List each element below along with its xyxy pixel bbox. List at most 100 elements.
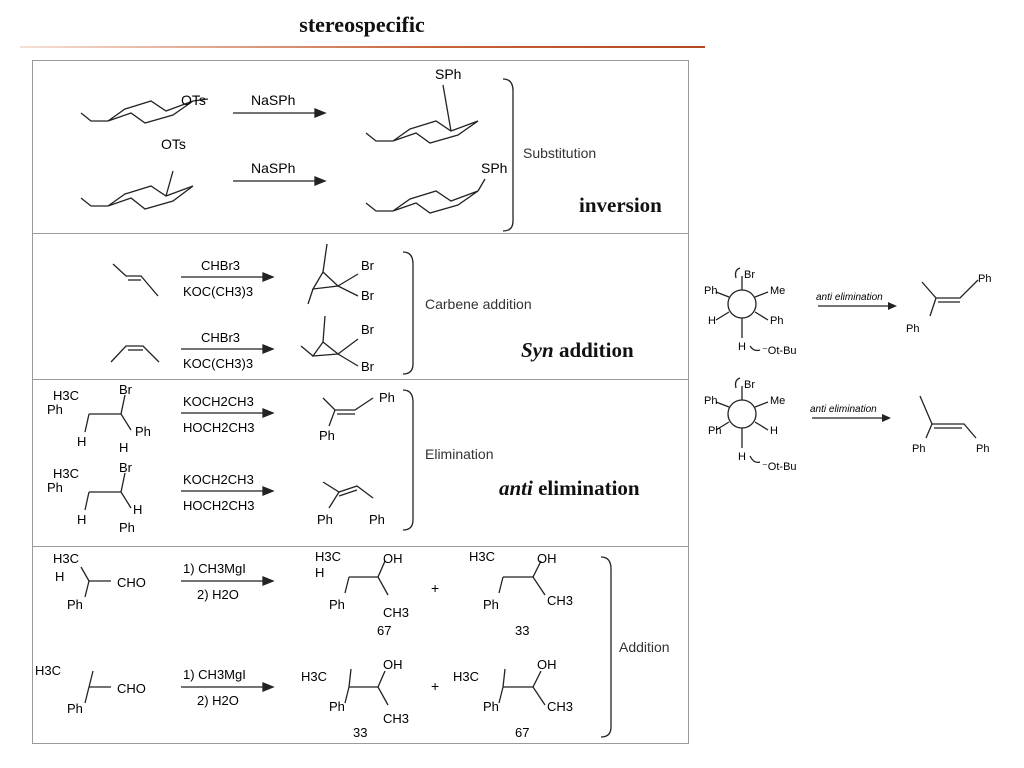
elimination-outcome: anti elimination: [499, 476, 640, 501]
add-reagent-bottom: 2) H2O: [197, 587, 239, 602]
nm-prod-ph: Ph: [906, 323, 919, 335]
elimination-scheme: H3C Ph H Br Ph H H3C Ph H Br H Ph KOCH2C…: [47, 382, 414, 535]
h3c-label: H3C: [301, 669, 327, 684]
outcome-italic: Syn: [521, 338, 554, 362]
oh-label: OH: [537, 657, 557, 672]
br-label: Br: [361, 359, 375, 374]
carbene-reagent1-top: CHBr3: [201, 258, 240, 273]
sm-top-group: OTs: [181, 92, 206, 108]
yield-top-major: 67: [377, 623, 391, 638]
nm-me: Me: [770, 285, 785, 297]
sm-bottom-group: OTs: [161, 136, 186, 152]
add-reagent-top: 1) CH3MgI: [183, 561, 246, 576]
substitution-scheme: OTs OTs NaSPh NaSPh SPh SPh: [80, 66, 514, 232]
elim-reagent-bottom: HOCH2CH3: [183, 498, 255, 513]
ch3-label: CH3: [383, 711, 409, 726]
br-label: Br: [361, 288, 375, 303]
nm-ph: Ph: [704, 285, 717, 297]
carbene-reagent2-top: CHBr3: [201, 330, 240, 345]
nm-arrow-label: anti elimination: [810, 404, 877, 415]
reagent-bottom: NaSPh: [251, 160, 295, 176]
h3c-label: H3C: [453, 669, 479, 684]
newman-bottom: Br Ph Me Ph H H ⁻Ot-Bu anti elimination …: [704, 377, 989, 473]
elim-reagent-top: KOCH2CH3: [183, 394, 254, 409]
cho-label: CHO: [117, 681, 146, 696]
ph-label: Ph: [369, 512, 385, 527]
nm-h: H: [708, 315, 716, 327]
nm-arrow-label: anti elimination: [816, 292, 883, 303]
nm-h: H: [770, 425, 778, 437]
ph-label: Ph: [319, 428, 335, 443]
outcome-rest: addition: [553, 338, 634, 362]
yield-bottom-first: 33: [353, 725, 367, 740]
yield-top-minor: 33: [515, 623, 529, 638]
elim-reagent-top: KOCH2CH3: [183, 472, 254, 487]
elimination-label: Elimination: [425, 446, 494, 462]
h-label: H: [315, 565, 324, 580]
ch3-label: CH3: [547, 699, 573, 714]
carbene-label: Carbene addition: [425, 296, 532, 312]
addition-panel: H3C H CHO Ph H3C CHO Ph 1) CH3MgI 2) H2O…: [32, 546, 689, 744]
nm-h-bottom: H: [738, 341, 746, 353]
ch3-label: CH3: [383, 605, 409, 620]
nm-prod-ph: Ph: [978, 273, 991, 285]
h-label: H: [133, 502, 142, 517]
yield-bottom-second: 67: [515, 725, 529, 740]
carbene-scheme: CHBr3 KOC(CH3)3 CHBr3 KOC(CH3)3 Br Br Br…: [110, 243, 414, 375]
h-label: H: [77, 512, 86, 527]
outcome-italic: anti: [499, 476, 533, 500]
ph-label: Ph: [135, 424, 151, 439]
reagent-top: NaSPh: [251, 92, 295, 108]
substitution-panel: OTs OTs NaSPh NaSPh SPh SPh Substitution…: [32, 60, 689, 234]
prod-bottom-group: SPh: [481, 160, 507, 176]
nm-base: ⁻Ot-Bu: [762, 461, 797, 473]
elim-reagent-bottom: HOCH2CH3: [183, 420, 255, 435]
ph-label: Ph: [483, 597, 499, 612]
h3c-label: H3C: [53, 466, 79, 481]
addition-scheme: H3C H CHO Ph H3C CHO Ph 1) CH3MgI 2) H2O…: [35, 549, 612, 740]
h3c-label: H3C: [469, 549, 495, 564]
newman-top: Br Ph Me H Ph H ⁻Ot-Bu anti elimination …: [704, 267, 991, 357]
nm-prod-ph: Ph: [976, 443, 989, 455]
h3c-label: H3C: [315, 549, 341, 564]
carbene-outcome: Syn addition: [521, 338, 634, 363]
nm-base: ⁻Ot-Bu: [762, 345, 797, 357]
nm-br: Br: [744, 379, 755, 391]
ph-label: Ph: [379, 390, 395, 405]
ph-label: Ph: [119, 520, 135, 535]
h3c-label: H3C: [53, 551, 79, 566]
ph-label: Ph: [67, 701, 83, 716]
nm-ph: Ph: [770, 315, 783, 327]
nm-me: Me: [770, 395, 785, 407]
slide-title: stereospecific: [299, 12, 425, 37]
carbene-panel: CHBr3 KOC(CH3)3 CHBr3 KOC(CH3)3 Br Br Br…: [32, 233, 689, 380]
ch3-label: CH3: [547, 593, 573, 608]
ph-label: Ph: [317, 512, 333, 527]
outcome-rest: elimination: [532, 476, 640, 500]
nm-ph: Ph: [708, 425, 721, 437]
oh-label: OH: [383, 657, 403, 672]
br-label: Br: [119, 382, 133, 397]
ph-label: Ph: [329, 597, 345, 612]
addition-label: Addition: [619, 639, 670, 655]
nm-br: Br: [744, 269, 755, 281]
nm-prod-ph: Ph: [912, 443, 925, 455]
ph-label: Ph: [47, 480, 63, 495]
carbene-reagent1-bottom: KOC(CH3)3: [183, 284, 253, 299]
prod-top-group: SPh: [435, 66, 461, 82]
plus-sign: +: [431, 678, 439, 694]
title-rule: [20, 46, 705, 48]
br-label: Br: [361, 258, 375, 273]
h-label: H: [77, 434, 86, 449]
h3c-label: H3C: [53, 388, 79, 403]
nm-ph: Ph: [704, 395, 717, 407]
add-reagent-bottom: 2) H2O: [197, 693, 239, 708]
ph-label: Ph: [329, 699, 345, 714]
h-label: H: [119, 440, 128, 455]
br-label: Br: [361, 322, 375, 337]
oh-label: OH: [383, 551, 403, 566]
ph-label: Ph: [47, 402, 63, 417]
h3c-label: H3C: [35, 663, 61, 678]
ph-label: Ph: [483, 699, 499, 714]
h-label: H: [55, 569, 64, 584]
